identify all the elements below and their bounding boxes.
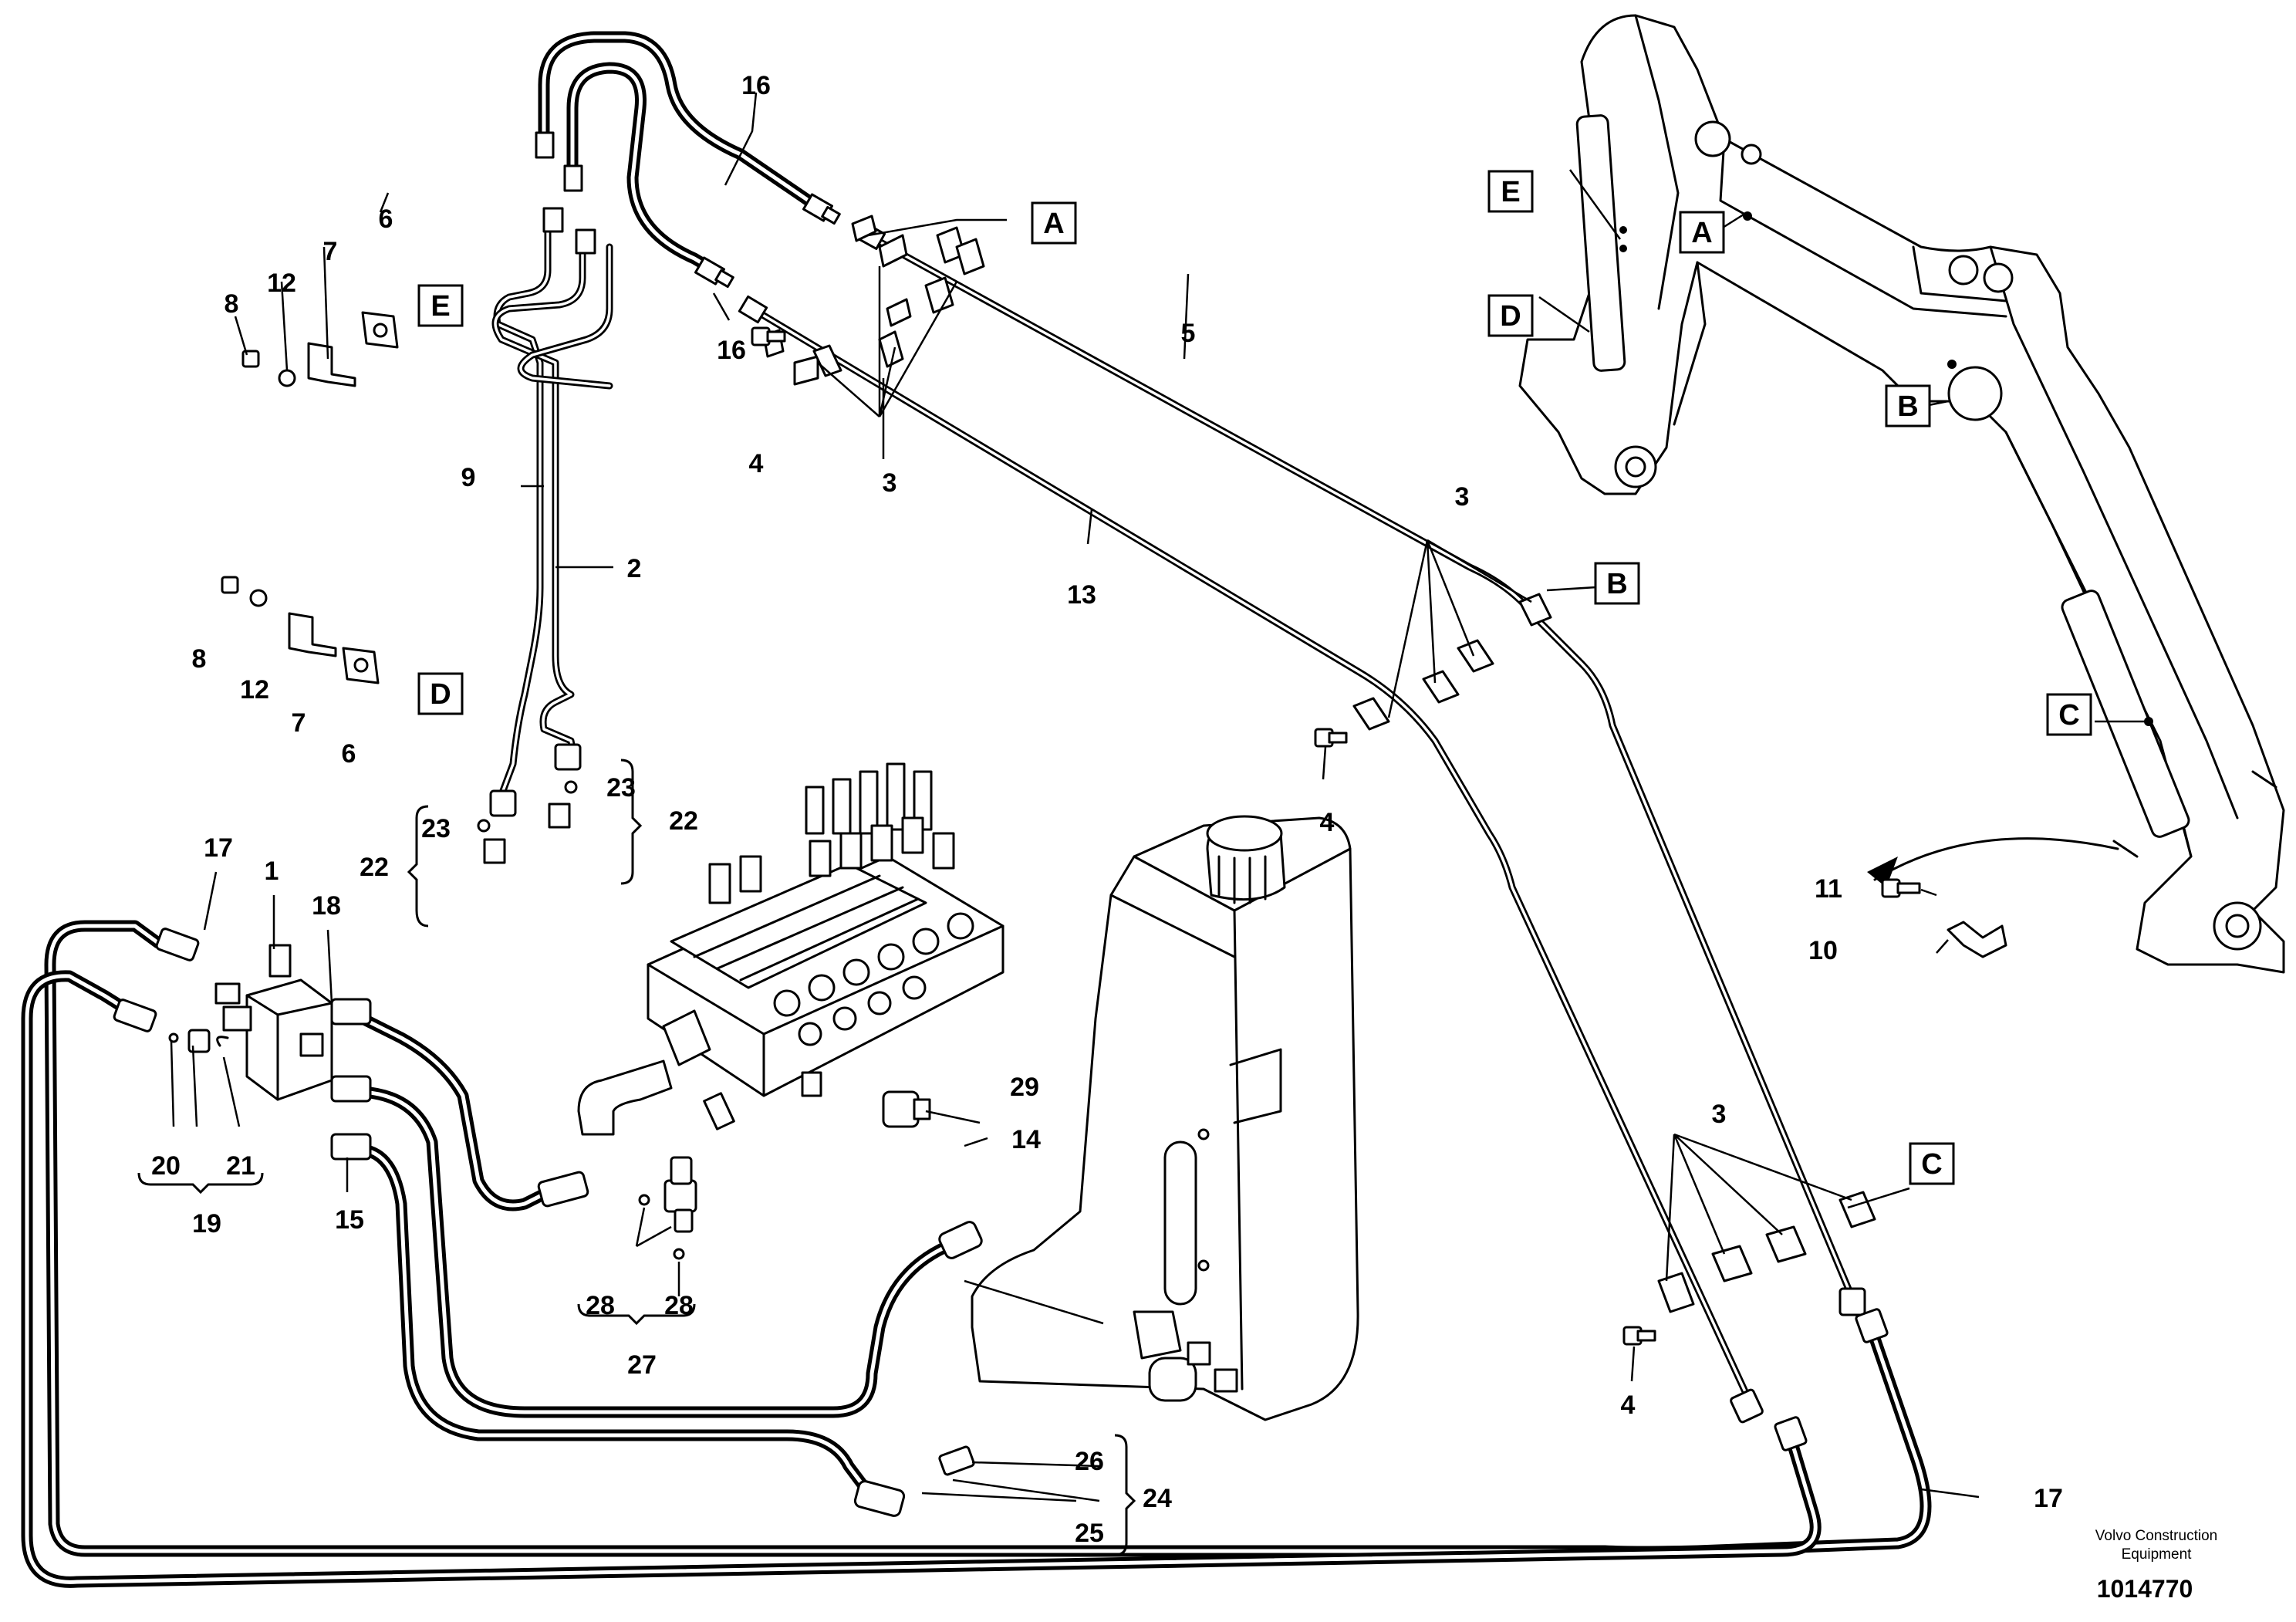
part-number: 12 (267, 269, 296, 298)
ref-box-d-left: D (417, 672, 464, 715)
part-number: 3 (1455, 482, 1470, 512)
part-number: 4 (1621, 1391, 1636, 1420)
clamp-set-C (1657, 1191, 1876, 1313)
part-number: 6 (379, 204, 393, 234)
ref-box-e-left: E (417, 284, 464, 327)
part-number: 17 (2034, 1484, 2063, 1513)
part-number: 4 (749, 449, 764, 478)
part-number: 16 (717, 336, 746, 365)
part-number: 3 (1712, 1100, 1727, 1129)
ref-box-e-boom: E (1487, 170, 1534, 213)
pipe-13 (738, 295, 1764, 1424)
clamp-set-D (221, 576, 380, 684)
part-number: 19 (192, 1209, 221, 1238)
part-number: 12 (240, 675, 269, 705)
excavator-boom (1518, 14, 2285, 974)
part-number: 18 (312, 891, 341, 921)
ref-box-b-mid: B (1594, 562, 1640, 605)
svg-text:E: E (1501, 176, 1520, 208)
svg-text:D: D (430, 678, 451, 711)
valve-block-1 (168, 944, 333, 1101)
part-number: 5 (1181, 319, 1196, 348)
hose-17 (21, 920, 1932, 1588)
bolt-11 (1881, 878, 1921, 898)
svg-text:D: D (1500, 300, 1521, 333)
part-number: 21 (226, 1151, 255, 1181)
part-number: 7 (323, 237, 338, 266)
valve-spool-fittings (708, 762, 974, 1046)
control-valve (577, 762, 1004, 1136)
bolt-4-mid (1314, 728, 1348, 748)
part-number: 8 (225, 289, 239, 319)
hydraulic-tank (971, 815, 1359, 1421)
part-number: 26 (1075, 1447, 1104, 1476)
part-number: 6 (342, 739, 356, 769)
part-number: 2 (627, 554, 642, 583)
part-number: 23 (606, 773, 636, 803)
fittings-22-23 (477, 780, 578, 864)
part-number: 14 (1011, 1125, 1041, 1154)
part-number: 11 (1815, 874, 1842, 904)
company-name-line2: Equipment (2122, 1546, 2193, 1563)
part-number: 22 (669, 806, 698, 836)
part-number: 24 (1143, 1484, 1172, 1513)
part-numbers: 16 16 6 7 12 8 9 2 8 12 7 6 4 3 5 13 3 4… (151, 71, 2063, 1548)
part-number: 15 (335, 1205, 364, 1235)
ref-box-c-low: C (1909, 1142, 1955, 1185)
part-number: 23 (421, 814, 451, 843)
part-number: 20 (151, 1151, 181, 1181)
part-number: 28 (586, 1291, 615, 1320)
bolt-4-low (1622, 1326, 1656, 1346)
ref-box-a-boom: A (1679, 211, 1725, 254)
part-number: 3 (883, 468, 897, 498)
tee-fitting-27 (638, 1156, 697, 1260)
clamp-set-A (762, 215, 985, 386)
ref-box-a-upper: A (1031, 201, 1077, 245)
pipes-2-9 (489, 207, 613, 817)
hoses-18-15-14 (330, 998, 983, 1517)
part-number: 16 (741, 71, 771, 100)
ref-box-b-boom: B (1885, 384, 1931, 427)
clamp-set-E (241, 311, 399, 387)
svg-text:C: C (2058, 699, 2079, 732)
document-number: 1014770 (2097, 1575, 2193, 1603)
part-number: 28 (664, 1291, 694, 1320)
part-number: 13 (1067, 580, 1096, 610)
part-number: 1 (265, 857, 279, 886)
part-number: 22 (360, 853, 389, 882)
svg-text:B: B (1606, 568, 1627, 600)
part-number: 7 (292, 708, 306, 738)
svg-text:E: E (430, 290, 450, 323)
svg-text:C: C (1921, 1148, 1942, 1181)
ref-box-c-boom: C (2046, 693, 2092, 736)
pipe-5 (856, 222, 1866, 1316)
part-number: 17 (204, 833, 233, 863)
adapter-29 (882, 1090, 931, 1128)
svg-text:A: A (1691, 217, 1712, 249)
bolt-4-top (751, 326, 786, 346)
ref-box-d-boom: D (1487, 294, 1534, 337)
leader-lines (170, 92, 2145, 1502)
part-number: 25 (1075, 1519, 1104, 1548)
svg-text:B: B (1897, 390, 1918, 423)
part-number: 9 (461, 463, 476, 492)
part-number: 4 (1320, 808, 1335, 837)
part-number: 10 (1808, 936, 1838, 965)
svg-text:A: A (1043, 208, 1064, 240)
hose-16 (535, 31, 841, 289)
clamp-10 (1947, 921, 2007, 958)
clamp-set-B (1352, 593, 1552, 731)
company-name: Volvo Construction (2095, 1528, 2217, 1544)
part-number: 27 (627, 1350, 657, 1380)
footer: Volvo Construction Equipment 1014770 (2095, 1528, 2217, 1603)
part-number: 8 (192, 644, 207, 674)
brackets (137, 759, 1136, 1556)
part-number: 29 (1010, 1073, 1039, 1102)
